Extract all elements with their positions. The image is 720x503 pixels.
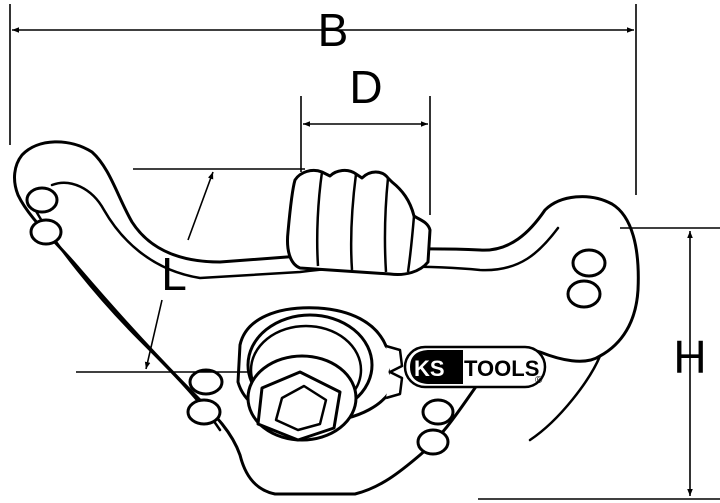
hole-bottom-right-upper: [421, 398, 455, 426]
hole-right-lower: [566, 279, 602, 309]
square-drive-inner: [274, 384, 328, 432]
circlip-lug-top: [385, 344, 404, 374]
logo-registered-mark: ®: [535, 375, 543, 386]
brand-logo: KS TOOLS ®: [403, 345, 547, 389]
logo-prefix: KS: [414, 356, 445, 381]
left-arm-holes: [25, 186, 63, 246]
dimension-label-b: B: [318, 4, 349, 56]
dimension-label-h: H: [673, 331, 706, 383]
hole-bottom-left-lower: [186, 398, 222, 426]
hole-left-upper: [25, 186, 59, 214]
logo-suffix: TOOLS: [464, 356, 539, 381]
hole-left-lower: [29, 218, 63, 246]
plate-right-lower: [528, 354, 602, 442]
hole-bottom-left-upper: [188, 368, 224, 396]
hole-right-upper: [571, 248, 607, 278]
dimension-label-d: D: [349, 61, 382, 113]
circlip-lug-bottom: [385, 370, 404, 400]
dimension-lines: [9, 4, 720, 500]
bottom-right-holes: [416, 398, 455, 456]
right-arm-holes: [566, 248, 607, 309]
spindle-ridge-2: [349, 173, 358, 271]
bottom-left-holes: [186, 368, 224, 426]
plate-inner-edge: [50, 181, 560, 280]
mounting-holes: [25, 186, 607, 456]
spindle-body: [286, 168, 432, 276]
spindle-ridge-3: [383, 177, 390, 273]
spindle-ridge-1: [315, 171, 324, 267]
dimension-label-l: L: [161, 248, 187, 300]
logo-badge: [410, 350, 463, 384]
hole-bottom-right-lower: [416, 428, 450, 456]
upper-spindle: [286, 168, 432, 276]
dimension-arrow-l-lower: [144, 299, 163, 370]
dimension-arrow-l-upper: [187, 171, 214, 241]
spindle-flange: [406, 215, 416, 273]
central-drive: [236, 306, 404, 442]
